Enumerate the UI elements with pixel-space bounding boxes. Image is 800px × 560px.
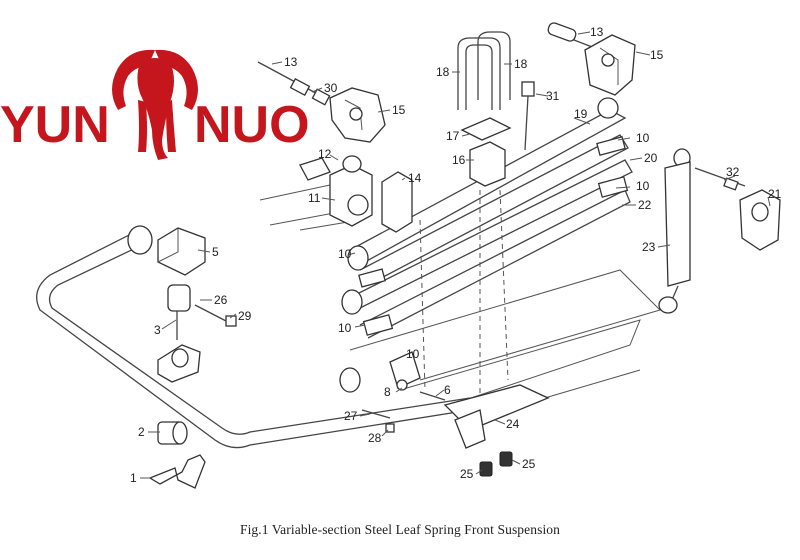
callout-21: 21 (768, 187, 782, 201)
callout-13-b: 13 (590, 25, 604, 39)
callout-leaders (140, 31, 771, 479)
callout-11: 11 (308, 191, 321, 205)
callout-12: 12 (318, 147, 332, 161)
elephant-logo-icon (112, 49, 198, 160)
part-31-bolt (521, 81, 535, 151)
callout-15-a: 15 (392, 103, 406, 117)
part-26-29-bolt-nut (194, 304, 237, 327)
callout-32: 32 (726, 165, 740, 179)
callout-18-a: 18 (436, 65, 450, 79)
brand-name-left: YUN (0, 96, 110, 154)
part-2-bushing (157, 421, 188, 445)
callout-10-a: 10 (636, 131, 650, 145)
callout-29: 29 (238, 309, 252, 323)
part-5-bracket (157, 227, 206, 276)
callout-30: 30 (324, 81, 338, 95)
part-23-shock-absorber (658, 148, 691, 314)
callout-labels: 1 2 3 5 6 8 10 10 10 10 10 11 12 13 13 1… (130, 25, 782, 485)
part-15-rear-hanger (584, 34, 636, 96)
part-8-6-bracket-bolt (389, 351, 446, 401)
callout-3: 3 (154, 323, 161, 337)
part-13-30-pin-bolt (257, 61, 331, 106)
callout-2: 2 (138, 425, 145, 439)
callout-25-a: 25 (460, 467, 474, 481)
callout-10-c: 10 (338, 247, 352, 261)
callout-5: 5 (212, 245, 219, 259)
part-16-spacer-block (469, 141, 506, 187)
part-15-front-hanger (329, 87, 386, 143)
callout-15-b: 15 (650, 48, 664, 62)
callout-6: 6 (444, 383, 451, 397)
callout-16: 16 (452, 153, 466, 167)
part-24-axle (443, 384, 550, 449)
callout-20: 20 (644, 151, 658, 165)
callout-8: 8 (384, 385, 391, 399)
callout-17: 17 (446, 129, 460, 143)
part-14-bracket (381, 171, 413, 233)
part-11-12-shackle (299, 155, 373, 227)
part-27-28-bolts (361, 409, 395, 433)
callout-26: 26 (214, 293, 228, 307)
part-32-bolt (694, 167, 746, 191)
callout-10-e: 10 (406, 347, 420, 361)
callout-10-d: 10 (338, 321, 352, 335)
callout-10-b: 10 (636, 179, 650, 193)
callout-24: 24 (506, 417, 520, 431)
stabilizer-bar (36, 225, 471, 449)
callout-19: 19 (574, 107, 588, 121)
callout-13-a: 13 (284, 55, 298, 69)
figure-caption: Fig.1 Variable-section Steel Leaf Spring… (239, 522, 561, 537)
callout-28: 28 (368, 431, 382, 445)
callout-22: 22 (638, 198, 652, 212)
callout-18-b: 18 (514, 57, 528, 71)
yunnuo-logo: YUN NUO (0, 49, 310, 160)
callout-1: 1 (130, 471, 137, 485)
callout-14: 14 (408, 171, 422, 185)
part-25-nuts (479, 451, 513, 477)
callout-31: 31 (546, 89, 560, 103)
part-17-clamp-plate (460, 117, 512, 141)
part-18-u-bolts (457, 31, 511, 110)
part-3-link-bracket (157, 284, 201, 383)
callout-23: 23 (642, 240, 656, 254)
callout-25-b: 25 (522, 457, 536, 471)
callout-27: 27 (344, 409, 358, 423)
brand-name-right: NUO (194, 96, 310, 154)
part-1-clamp-bracket (148, 454, 206, 489)
